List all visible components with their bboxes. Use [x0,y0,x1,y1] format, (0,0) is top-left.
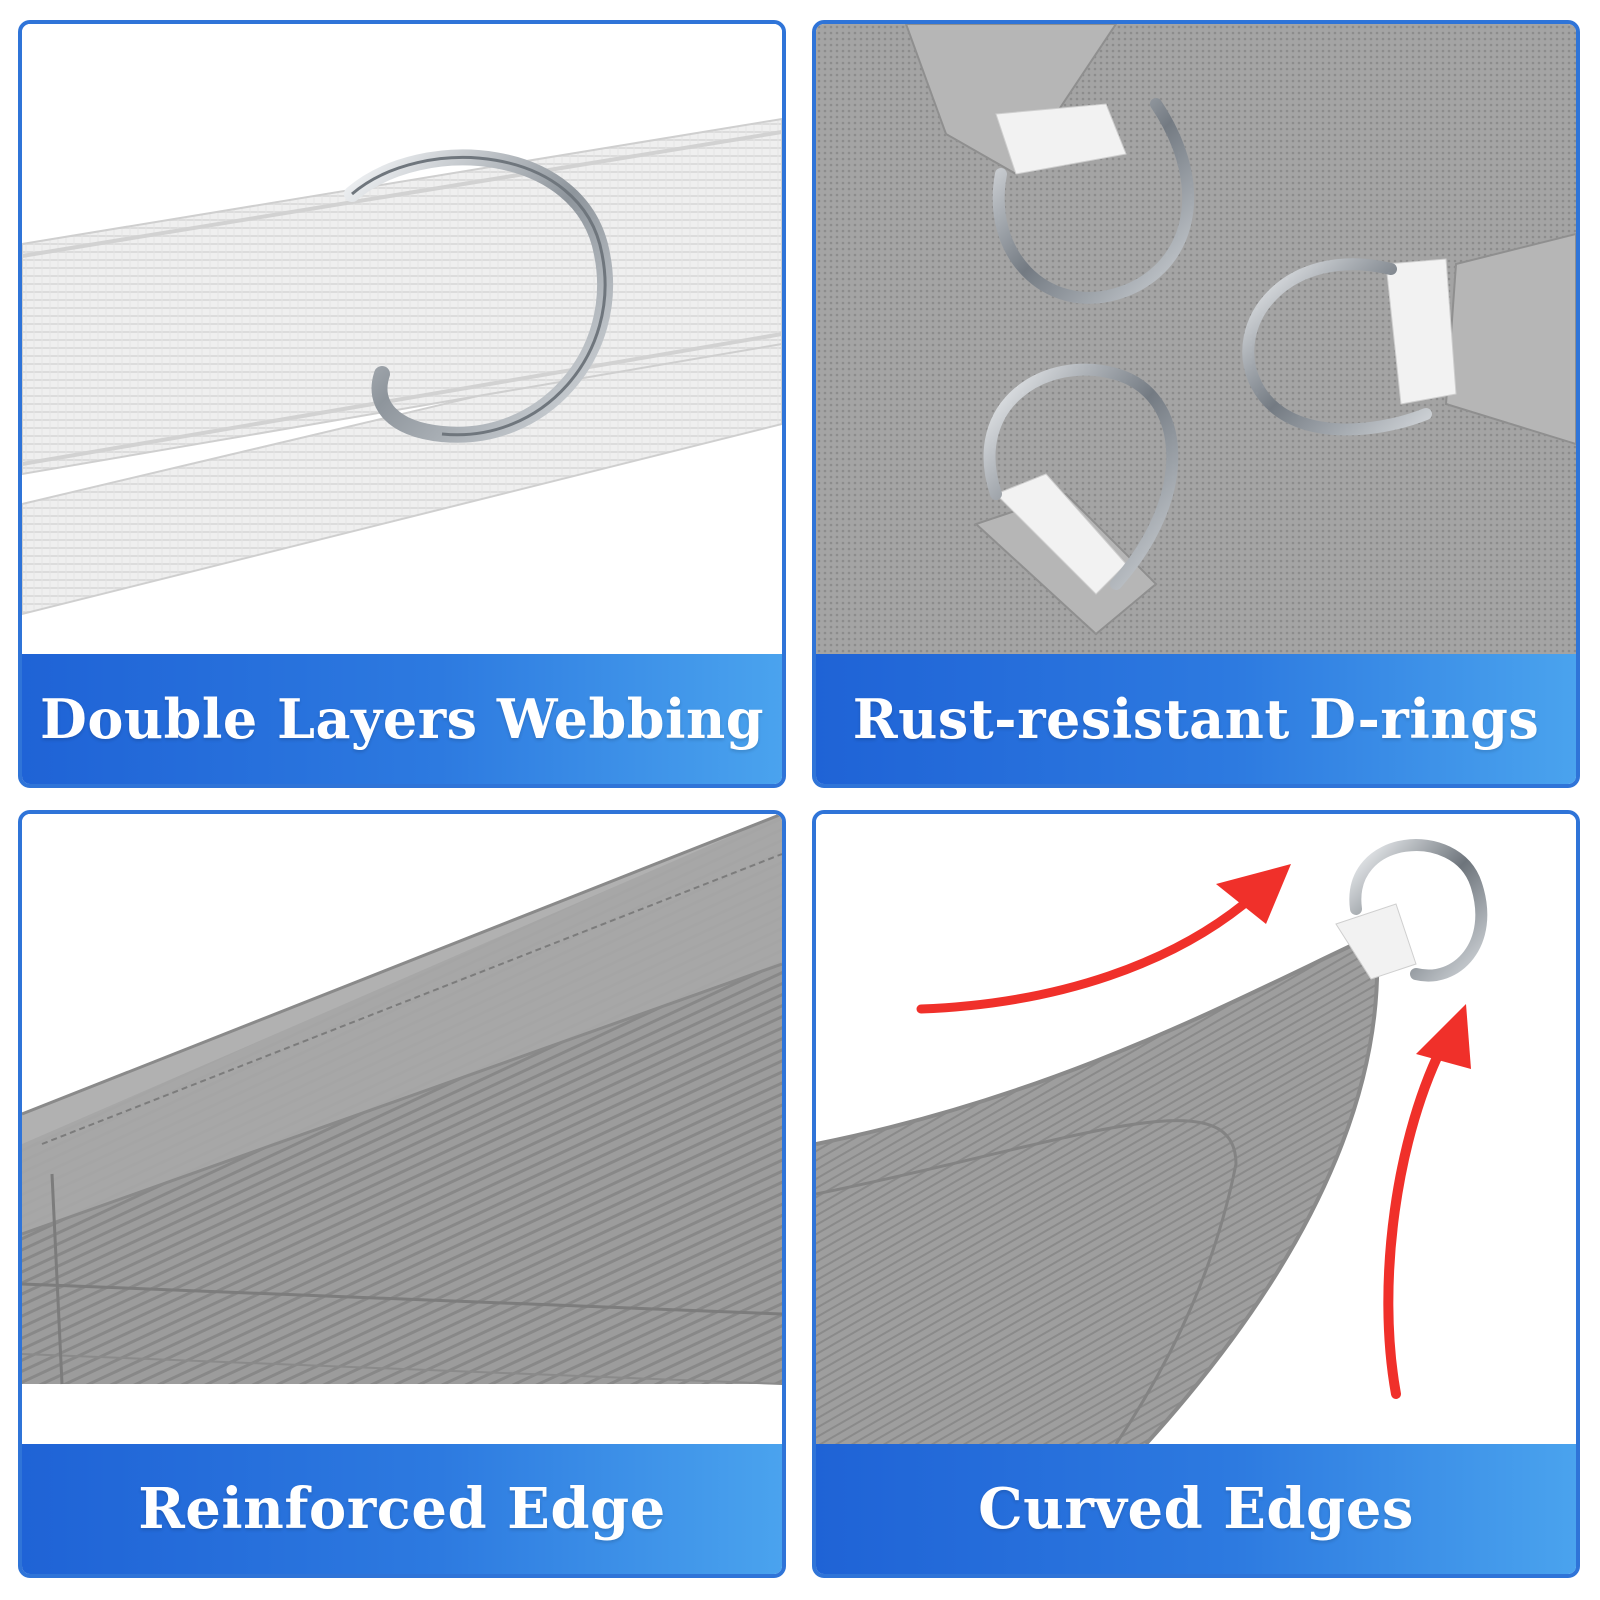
label-band: Rust-resistant D-rings [816,654,1576,784]
label-band: Double Layers Webbing [22,654,782,784]
webbing-photo [22,24,782,654]
panel-label: Curved Edges [978,1476,1414,1542]
d-ring-icon [983,363,1179,590]
d-ring-icon [992,98,1195,304]
panel-webbing: Double Layers Webbing [18,20,786,788]
d-ring-icon [344,149,614,443]
panel-label: Double Layers Webbing [39,687,765,751]
panel-d-rings: Rust-resistant D-rings [812,20,1580,788]
panel-label: Reinforced Edge [138,1476,666,1542]
curve-arrow-icon [1383,1004,1471,1399]
d-ring-icon [1349,839,1488,982]
d-ring-icon [1242,258,1432,436]
label-band: Reinforced Edge [22,1444,782,1574]
d-rings-photo [816,24,1576,654]
panel-edge: Reinforced Edge [18,810,786,1578]
curve-arrow-icon [916,864,1291,1014]
panel-curved: Curved Edges [812,810,1580,1578]
curved-photo [816,814,1576,1444]
label-band: Curved Edges [816,1444,1576,1574]
panel-label: Rust-resistant D-rings [852,687,1540,751]
edge-photo [22,814,782,1444]
